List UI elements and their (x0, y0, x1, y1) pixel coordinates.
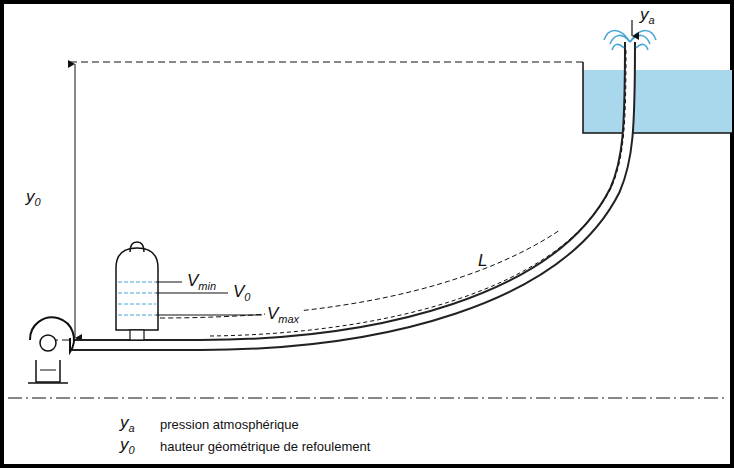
volume-label: Vmin (185, 272, 218, 292)
legend-text: pression atmosphérique (160, 418, 299, 432)
volume-label: Vmax (265, 305, 301, 325)
legend-text: hauteur géométrique de refoulement (160, 440, 370, 454)
pressure-symbol: ya (640, 6, 655, 26)
dimension-label: y0 (26, 188, 41, 208)
volume-label: V0 (231, 283, 252, 303)
legend-symbol: ya (120, 414, 135, 434)
length-label: L (478, 252, 487, 271)
legend-symbol: y0 (120, 436, 135, 456)
